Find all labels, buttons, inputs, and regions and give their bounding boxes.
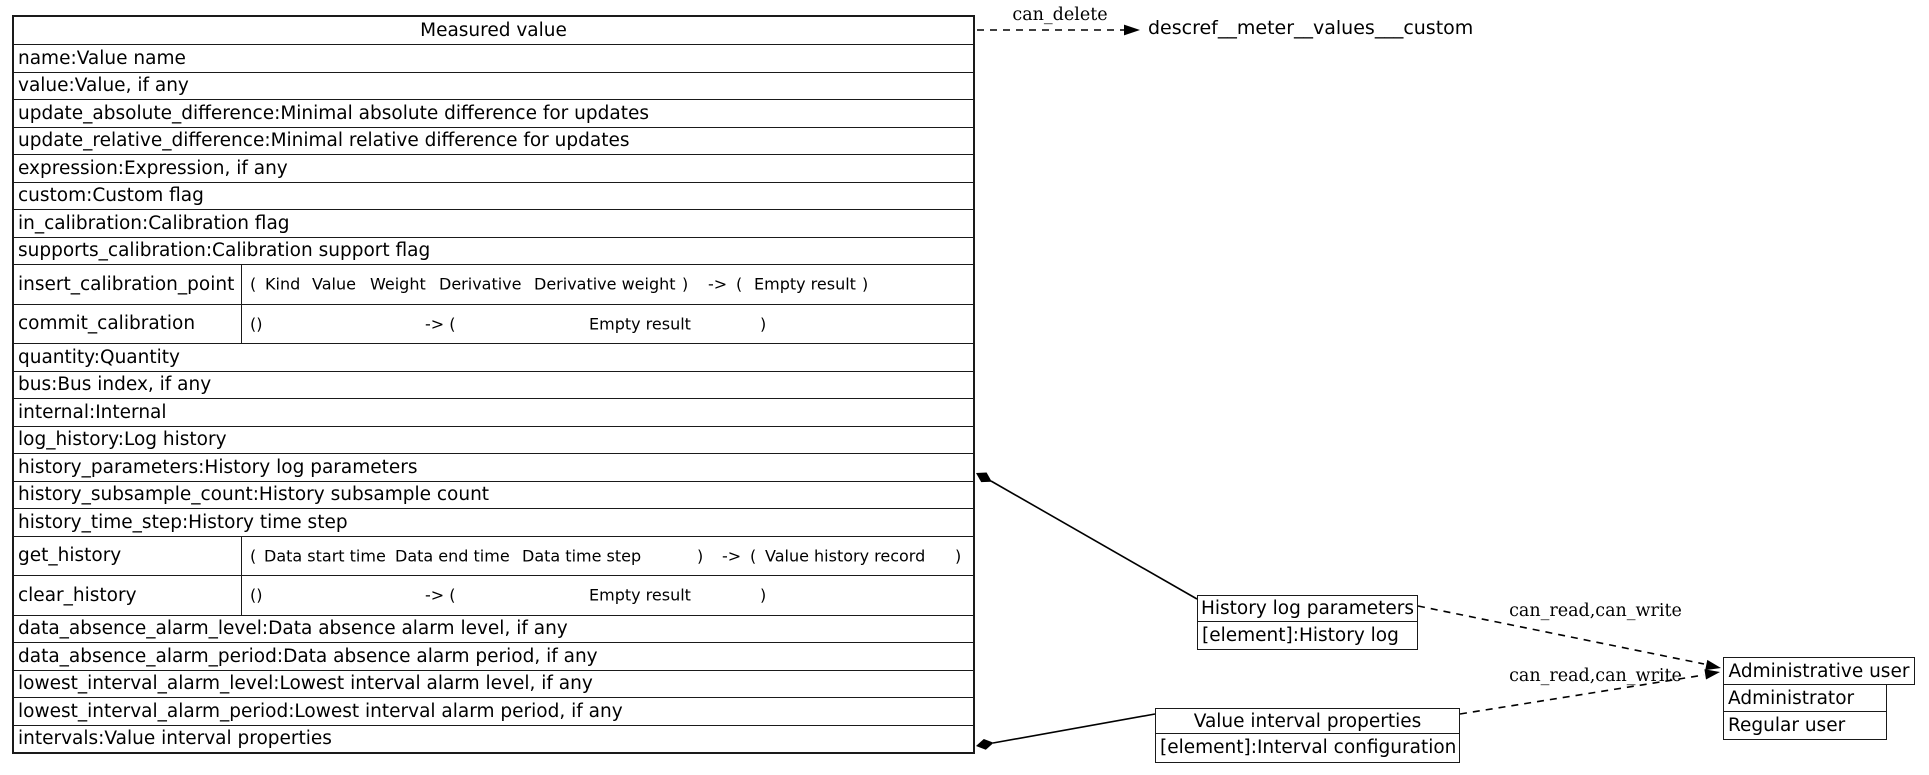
attribute-row: intervals:Value interval properties [14,724,973,753]
method-row-get_history: get_history ( Data start time Data end time… [14,535,973,576]
class-title: Measured value [420,20,567,41]
signature-token: Empty result [754,274,856,294]
signature-token: ( [750,546,757,566]
attribute-row: data_absence_alarm_period:Data absence a… [14,642,973,670]
signature-token: ) [862,274,869,294]
signature-token: ( [250,546,257,566]
method-signature: () -> ( Empty result) [242,305,973,344]
attribute-row: quantity:Quantity [14,343,973,371]
history-aggregation-edge [990,480,1198,600]
attribute-row: history_time_step:History time step [14,508,973,536]
method-row-clear_history: clear_history () -> ( Empty result) [14,575,973,615]
attribute-row: data_absence_alarm_level:Data absence al… [14,614,973,643]
diamond-icon [976,472,992,483]
arrowhead-icon [1704,669,1720,680]
diamond-icon [976,739,994,750]
method-signature: ( Data start time Data end time Data time s… [242,537,973,576]
method-row-insert_calibration_point: insert_calibration_point ( Kind Value Weight… [14,264,973,304]
class-administrative-user-row: Administrator [1723,683,1887,713]
signature-token: Derivative weight [534,274,676,294]
signature-token: Value history record [765,546,926,566]
method-signature: ( Kind Value Weight Derivative Derivative wei… [242,265,973,304]
signature-token: () [250,585,263,605]
signature-token: -> [722,546,742,566]
signature-token: () [250,314,263,334]
edge-label-intervals-acl: can_read,can_write [1509,666,1682,686]
method-name: commit_calibration [14,304,242,343]
attribute-row: internal:Internal [14,398,973,426]
signature-token: Data end time [395,546,510,566]
signature-token: ( [250,274,257,294]
signature-token: ) [760,585,767,605]
edge-label-can-delete: can_delete [1012,5,1108,25]
class-administrative-user-title: Administrative user [1723,657,1915,685]
intervals-aggregation-edge [992,713,1156,744]
attribute-row: name:Value name [14,44,973,72]
class-value-interval-properties-row: [element]:Interval configuration [1155,732,1460,763]
method-name: insert_calibration_point [14,265,242,304]
signature-token: -> ( [425,314,456,334]
attribute-row: update_relative_difference:Minimal relat… [14,126,973,155]
edge-label-history-acl: can_read,can_write [1509,601,1682,621]
signature-token: Data time step [522,546,642,566]
attribute-row: history_subsample_count:History subsampl… [14,480,973,509]
signature-token: Kind [265,274,301,294]
signature-token: Value [312,274,356,294]
class-history-log-parameters-title: History log parameters [1197,595,1418,622]
signature-token: ) [955,546,962,566]
attribute-row: update_absolute_difference:Minimal absol… [14,99,973,127]
class-value-interval-properties-title: Value interval properties [1155,708,1460,734]
attribute-row: expression:Expression, if any [14,154,973,182]
arrowhead-icon [1705,659,1721,671]
external-ref-label: descref__meter__values___custom [1148,17,1474,39]
class-history-log-parameters-row: [element]:History log [1197,620,1418,650]
signature-token: -> [708,274,728,294]
signature-token: Empty result [589,585,691,605]
attribute-row: log_history:Log history [14,425,973,454]
arrowhead-icon [1124,24,1140,36]
signature-token: Weight [370,274,426,294]
attribute-row: lowest_interval_alarm_level:Lowest inter… [14,669,973,698]
signature-token: ( [736,274,743,294]
method-signature: () -> ( Empty result) [242,576,973,615]
method-row-commit_calibration: commit_calibration () -> ( Empty result) [14,303,973,344]
signature-token: ) [760,314,767,334]
signature-token: Empty result [589,314,691,334]
method-name: clear_history [14,576,242,615]
attribute-row: value:Value, if any [14,71,973,100]
attribute-row: history_parameters:History log parameter… [14,453,973,481]
signature-token: Derivative [439,274,522,294]
signature-token: Data start time [264,546,386,566]
attribute-row: custom:Custom flag [14,181,973,210]
class-administrative-user-row: Regular user [1723,711,1887,740]
attribute-row: bus:Bus index, if any [14,370,973,399]
attribute-row: lowest_interval_alarm_period:Lowest inte… [14,697,973,725]
signature-token: ) [697,546,704,566]
method-name: get_history [14,536,242,575]
signature-token: ) [682,274,689,294]
attribute-row: in_calibration:Calibration flag [14,209,973,237]
signature-token: -> ( [425,585,456,605]
attribute-row: supports_calibration:Calibration support… [14,236,973,265]
